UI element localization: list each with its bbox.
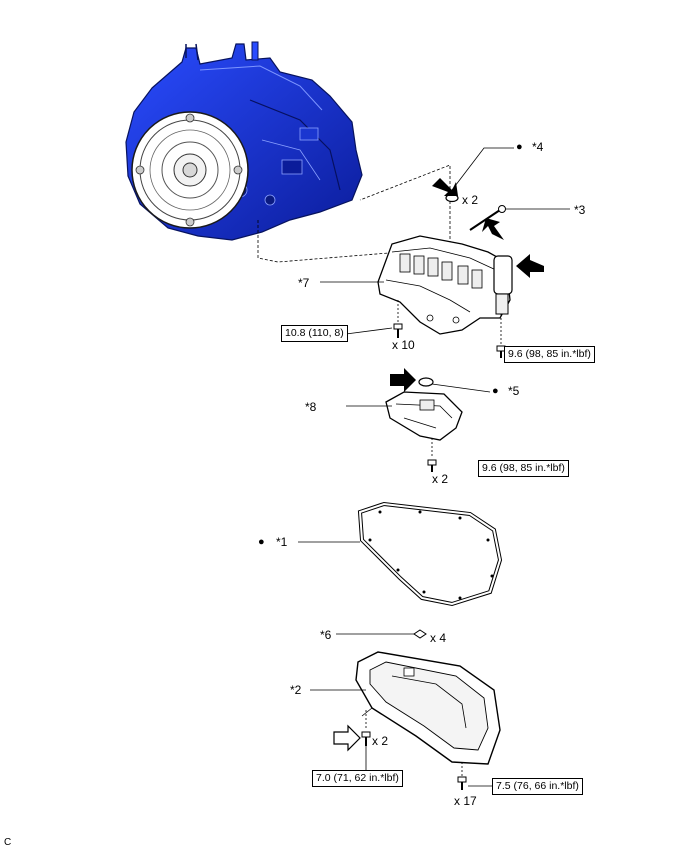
torque-strainer: 9.6 (98, 85 in.*lbf)	[478, 460, 569, 477]
oil-pan-gasket	[357, 501, 503, 607]
torque-pan-left: 7.0 (71, 62 in.*lbf)	[312, 770, 403, 787]
detent-pin	[469, 205, 506, 231]
oil-pan-magnet	[413, 629, 427, 639]
torque-pan-right: 7.5 (76, 66 in.*lbf)	[492, 778, 583, 795]
callout-6: *6	[320, 628, 332, 642]
arrow-pan-drain-bolt	[333, 724, 361, 752]
torque-valve-body: 10.8 (110, 8)	[281, 325, 348, 342]
callout-3: *3	[574, 203, 586, 217]
oil-strainer	[385, 391, 463, 441]
transaxle-assembly	[125, 41, 363, 241]
qty-valve-bolts: x 10	[392, 338, 415, 352]
mounting-dashed-outline	[257, 164, 451, 263]
valve-body-bolt	[393, 300, 403, 338]
arrow-pin	[482, 218, 504, 240]
oil-pan	[355, 651, 501, 765]
qty-magnets: x 4	[430, 631, 447, 645]
arrow-oring-strainer	[390, 368, 416, 392]
pan-bolt	[457, 762, 467, 790]
torque-solenoid: 9.6 (98, 85 in.*lbf)	[504, 346, 595, 363]
callout-7: *7	[298, 276, 310, 290]
pan-drain-bolt	[361, 710, 371, 746]
arrow-oring-top	[432, 178, 458, 196]
bullet-mark: ●	[516, 141, 523, 153]
o-ring-strainer	[418, 377, 434, 387]
corner-code: C	[4, 837, 12, 848]
bullet-mark: ●	[492, 385, 499, 397]
callout-1: *1	[276, 535, 288, 549]
solenoid-bolt	[496, 314, 506, 358]
qty-strainer-bolts: x 2	[432, 472, 449, 486]
bullet-mark: ●	[258, 536, 265, 548]
arrow-solenoid	[516, 254, 544, 278]
qty-pan-bolts: x 17	[454, 794, 477, 808]
callout-2: *2	[290, 683, 302, 697]
callout-5: *5	[508, 384, 520, 398]
valve-body-assembly	[377, 235, 513, 335]
qty-pan-drain-bolts: x 2	[372, 734, 389, 748]
strainer-bolt	[427, 438, 437, 472]
callout-8: *8	[305, 400, 317, 414]
callout-4: *4	[532, 140, 544, 154]
qty-oring-top: x 2	[462, 193, 479, 207]
